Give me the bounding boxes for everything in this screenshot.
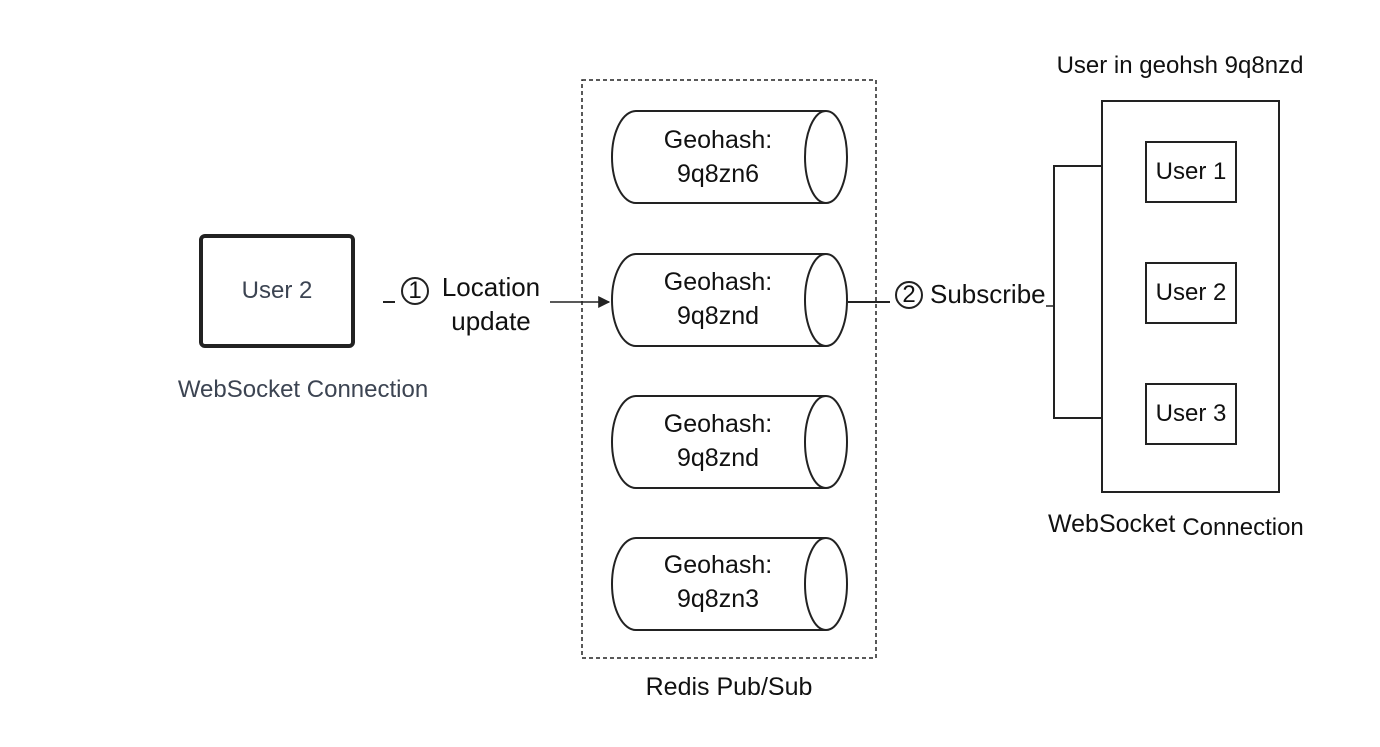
- channel-label-2: Geohash: 9q8znd: [663, 268, 773, 330]
- subscriber-group-box: [1101, 100, 1280, 493]
- sender-connection-caption: WebSocket Connection: [177, 376, 429, 403]
- pubsub-caption: Redis Pub/Sub: [645, 673, 813, 701]
- channel-cylinder-2: [611, 253, 848, 347]
- step1-badge-ring: [401, 277, 429, 305]
- subscriber-bracket: [1053, 165, 1102, 419]
- channel-cylinder-1: [611, 110, 848, 204]
- step2-number: 2: [902, 281, 916, 308]
- subscriber-user-1: User 1: [1145, 141, 1237, 203]
- sender-user-box: [199, 234, 355, 348]
- subscriber-user-3: User 3: [1145, 383, 1237, 445]
- pubsub-boundary: [581, 79, 877, 659]
- step2-badge-ring: [895, 281, 923, 309]
- channel-label-1: Geohash: 9q8zn6: [663, 126, 773, 188]
- subscriber-user-2: User 2: [1145, 262, 1237, 324]
- subscriber-connection-caption: WebSocket Connection: [1048, 510, 1304, 541]
- channel-cylinder-4: [611, 537, 848, 631]
- subscriber-group-title: User in geohsh 9q8nzd: [1056, 52, 1304, 79]
- sender-user-label: User 2: [241, 277, 313, 304]
- step1-label: Location update: [441, 272, 541, 336]
- step2-label: Subscribe: [930, 279, 1046, 309]
- step1-number: 1: [408, 277, 422, 304]
- channel-label-4: Geohash: 9q8zn3: [663, 551, 773, 613]
- channel-label-3: Geohash: 9q8znd: [663, 410, 773, 472]
- channel-cylinder-3: [611, 395, 848, 489]
